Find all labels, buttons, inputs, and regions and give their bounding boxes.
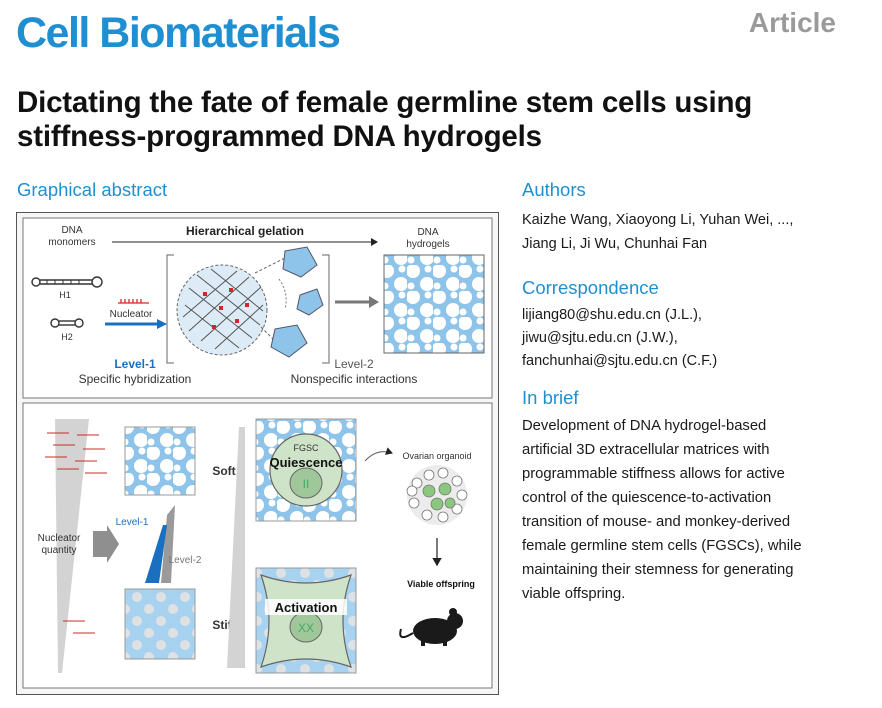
ovarian-organoid-label: Ovarian organoid: [402, 451, 471, 461]
nucleator-label: Nucleator: [110, 309, 153, 320]
email-link[interactable]: lijiang80@shu.edu.cn (J.L.),: [522, 307, 702, 323]
brief-line: transition of mouse- and monkey-derived: [522, 514, 791, 530]
in-brief-text: Development of DNA hydrogel-based artifi…: [522, 414, 852, 606]
soft-label: Soft: [212, 464, 235, 478]
nucleator-quantity-label: Nucleator: [38, 533, 81, 544]
authors-line: Jiang Li, Ji Wu, Chunhai Fan: [522, 236, 708, 252]
dna-monomers-label: monomers: [48, 237, 95, 248]
level1-label: Level-1: [114, 357, 156, 371]
dna-network-lines: [182, 268, 264, 350]
activation-label: Activation: [275, 600, 338, 615]
stiffness-wedge: [227, 427, 245, 668]
level2-label: Level-2: [334, 357, 374, 371]
graphical-abstract-figure: DNA monomers Hierarchical gelation DNA h…: [16, 212, 499, 695]
correspondence-list: lijiang80@shu.edu.cn (J.L.), jiwu@sjtu.e…: [522, 303, 717, 372]
nucleator-cluster-high: [45, 432, 107, 474]
soft-hydrogel-image: [124, 426, 196, 496]
h1-label: H1: [59, 290, 71, 300]
viable-offspring-label: Viable offspring: [407, 579, 475, 589]
graphical-abstract-heading: Graphical abstract: [17, 179, 168, 200]
network-nodes: [203, 288, 249, 329]
brief-line: control of the quiescence-to-activation: [522, 490, 772, 506]
dna-monomers-label: DNA: [61, 225, 82, 236]
brief-line: viable offspring.: [522, 586, 626, 602]
chromosome-label: XX: [298, 621, 314, 635]
correspondence-heading: Correspondence: [522, 277, 659, 298]
brief-line: female germline stem cells (FGSCs), whil…: [522, 538, 802, 554]
dna-hydrogels-label: hydrogels: [406, 239, 449, 250]
level2-particle: [296, 288, 324, 316]
brief-line: programmable stiffness allows for active: [522, 466, 785, 482]
level1-wedge: [145, 525, 167, 583]
article-type-label: Article: [748, 7, 836, 38]
nucleator-strand-icon: [118, 299, 149, 304]
email-link[interactable]: fanchunhai@sjtu.edu.cn (C.F.): [522, 353, 718, 369]
nucleator-quantity-wedge: [55, 419, 89, 673]
dna-hydrogels-label: DNA: [417, 227, 438, 238]
quantity-arrow: [93, 525, 119, 563]
authors-list: Kaizhe Wang, Xiaoyong Li, Yuhan Wei, ...…: [522, 208, 852, 256]
nucleus-icon: [289, 467, 323, 499]
level2-description: Nonspecific interactions: [291, 372, 418, 386]
dna-hydrogel-image: [383, 254, 485, 354]
authors-line: Kaizhe Wang, Xiaoyong Li, Yuhan Wei, ...…: [522, 212, 794, 228]
chromosome-label: II: [303, 477, 310, 491]
wedge-level1-label: Level-1: [116, 517, 149, 528]
level2-particle: [282, 246, 318, 278]
paper-title: Dictating the fate of female germline st…: [17, 86, 753, 153]
nucleator-cluster-low: [63, 620, 95, 634]
email-link[interactable]: jiwu@sjtu.edu.cn (J.W.),: [522, 330, 678, 346]
brief-line: Development of DNA hydrogel-based: [522, 418, 767, 434]
graphical-abstract-svg: DNA monomers Hierarchical gelation DNA h…: [22, 217, 493, 689]
nucleator-quantity-label: quantity: [41, 545, 76, 556]
level2-particle: [270, 324, 308, 358]
stiff-hydrogel-image: [124, 588, 196, 660]
journal-logo: Cell Biomaterials: [16, 9, 341, 57]
level1-description: Specific hybridization: [79, 372, 192, 386]
fgsc-label: FGSC: [293, 443, 319, 453]
brief-line: artificial 3D extracellular matrices wit…: [522, 442, 770, 458]
brief-line: maintaining their stemness for generatin…: [522, 562, 794, 578]
authors-heading: Authors: [522, 179, 586, 200]
mouse-icon: [399, 608, 463, 646]
quiescence-label: Quiescence: [270, 455, 343, 470]
h2-label: H2: [61, 332, 73, 342]
level2-wedge: [161, 505, 175, 583]
in-brief-heading: In brief: [522, 387, 579, 408]
h2-hairpin-icon: [50, 318, 84, 328]
ovarian-organoid-icon: [406, 465, 468, 525]
hierarchical-gelation-label: Hierarchical gelation: [186, 224, 304, 238]
h1-hairpin-icon: [31, 276, 103, 288]
wedge-level2-label: Level-2: [169, 555, 202, 566]
